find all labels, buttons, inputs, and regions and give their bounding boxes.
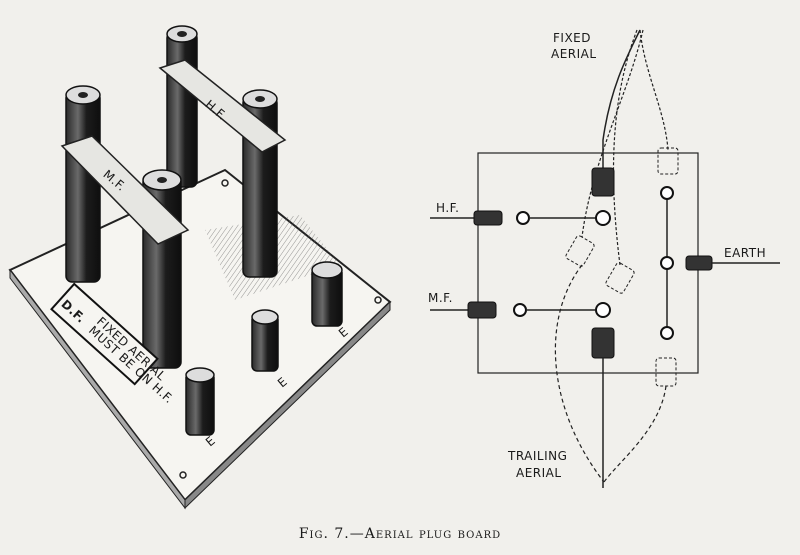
bottom-right-dashed-plug (655, 357, 677, 387)
screw-icon (374, 296, 382, 304)
earth-plug (685, 255, 713, 271)
screw-icon (179, 471, 187, 479)
fixed-aerial-label-2: AERIAL (551, 47, 597, 61)
hf-socket-b (595, 210, 611, 226)
mf-plug-left (65, 91, 101, 283)
mf-socket-b (595, 302, 611, 318)
earth-socket-bottom (660, 326, 674, 340)
mf-bridge (60, 135, 190, 245)
schematic-diagram: FIXED AERIAL H.F. M.F. EARTH TRAILING AE… (428, 29, 780, 488)
mf-label: M.F. (428, 291, 453, 305)
hf-plug-left (166, 31, 198, 188)
fixed-aerial-plug (591, 167, 615, 197)
dashed-plug-upper (565, 235, 595, 267)
plug-board-drawing: H.F. M.F. E E E D.F. FIXED AERIAL MUST B… (8, 25, 392, 510)
fixed-aerial-label-1: FIXED (553, 31, 591, 45)
hf-plug (473, 210, 503, 226)
dashed-plug-lower (605, 262, 635, 294)
trailing-aerial-label-2: AERIAL (516, 466, 562, 480)
earth-label: EARTH (724, 246, 766, 260)
top-right-dashed-plug (657, 147, 679, 175)
trailing-aerial-label-1: TRAILING (507, 449, 567, 463)
earth-socket-mid (660, 256, 674, 270)
trailing-aerial-plug (591, 327, 615, 359)
mf-plug (467, 301, 497, 319)
figure-caption: Fig. 7.—Aerial plug board (298, 526, 502, 542)
screw-icon (221, 179, 229, 187)
hf-label: H.F. (436, 201, 459, 215)
hf-bridge (158, 59, 287, 153)
earth-socket-top (660, 186, 674, 200)
mf-socket-a (513, 303, 527, 317)
hf-socket-a (516, 211, 530, 225)
